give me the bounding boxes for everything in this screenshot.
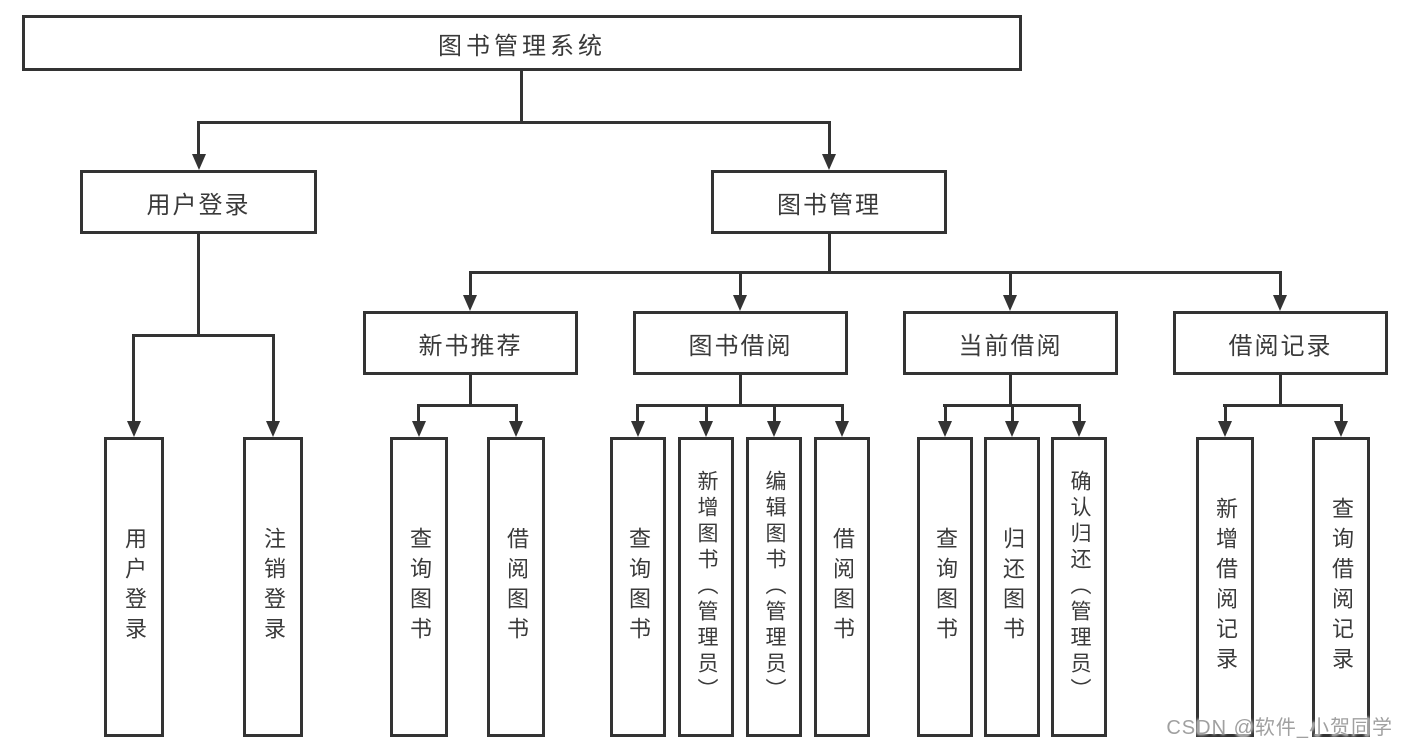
node-label: 图书借阅: [688, 332, 793, 360]
connector-drop-logout-leaf: [272, 334, 275, 424]
node-query-borrow-record: 查询借阅记录: [1312, 437, 1370, 737]
connector-current-borrowing-stem: [1009, 375, 1012, 407]
arrowhead: [412, 421, 426, 437]
arrowhead: [733, 295, 747, 311]
arrowhead: [192, 154, 206, 170]
node-label: 借阅图书: [504, 527, 529, 647]
connector-drop-login-leaf: [132, 334, 135, 424]
connector-user-login-stem: [197, 234, 200, 337]
node-book-borrowing: 图书借阅: [633, 311, 848, 375]
connector-book-management-stem: [828, 234, 831, 274]
connector-drop-leaf: [515, 404, 518, 424]
node-label: 查询图书: [407, 527, 432, 647]
node-library-management-system: 图书管理系统: [22, 15, 1022, 71]
node-borrowing-records: 借阅记录: [1173, 311, 1388, 375]
arrowhead: [1334, 421, 1348, 437]
connector-drop-new-book: [469, 271, 472, 297]
arrowhead: [1072, 421, 1086, 437]
node-label: 查询借阅记录: [1329, 497, 1354, 677]
connector-drop-user-login: [197, 121, 200, 155]
node-label: 新书推荐: [418, 332, 523, 360]
arrowhead: [127, 421, 141, 437]
node-edit-books-admin: 编辑图书（管理员）: [746, 437, 802, 737]
connector-drop-leaf: [1011, 404, 1014, 424]
node-add-borrow-record: 新增借阅记录: [1196, 437, 1254, 737]
connector-drop-leaf: [417, 404, 420, 424]
connector-drop-leaf: [773, 404, 776, 424]
connector-book-borrowing-stem: [739, 375, 742, 407]
node-label: 编辑图书（管理员）: [763, 470, 786, 704]
arrowhead: [938, 421, 952, 437]
node-new-book-recommendation: 新书推荐: [363, 311, 578, 375]
connector-borrowing-records-stem: [1279, 375, 1282, 407]
node-label: 图书管理系统: [438, 32, 606, 60]
node-add-books-admin: 新增图书（管理员）: [678, 437, 734, 737]
arrowhead: [266, 421, 280, 437]
arrowhead: [822, 154, 836, 170]
connector-book-management-hline: [469, 271, 1282, 274]
arrowhead: [1005, 421, 1019, 437]
node-label: 图书管理: [777, 191, 881, 219]
connector-root-hline: [197, 121, 831, 124]
connector-drop-current-borrowing: [1009, 271, 1012, 297]
arrowhead: [835, 421, 849, 437]
node-confirm-return-admin: 确认归还（管理员）: [1051, 437, 1107, 737]
node-label: 借阅图书: [830, 527, 855, 647]
connector-new-book-stem: [469, 375, 472, 407]
arrowhead: [699, 421, 713, 437]
node-current-borrowing: 当前借阅: [903, 311, 1118, 375]
arrowhead: [509, 421, 523, 437]
node-label: 查询图书: [626, 527, 651, 647]
node-user-login: 用户登录: [104, 437, 164, 737]
connector-borrowing-records-hline: [1223, 404, 1343, 407]
connector-drop-leaf: [1078, 404, 1081, 424]
node-label: 归还图书: [1000, 527, 1025, 647]
connector-new-book-hline: [417, 404, 518, 407]
connector-drop-leaf: [1224, 404, 1227, 424]
connector-user-login-hline: [132, 334, 275, 337]
node-label: 查询图书: [933, 527, 958, 647]
node-label: 当前借阅: [958, 332, 1063, 360]
node-user-login-branch: 用户登录: [80, 170, 317, 234]
node-label: 确认归还（管理员）: [1068, 470, 1091, 704]
node-label: 新增图书（管理员）: [695, 470, 718, 704]
connector-drop-leaf: [841, 404, 844, 424]
node-return-books: 归还图书: [984, 437, 1040, 737]
node-label: 借阅记录: [1228, 332, 1333, 360]
connector-drop-leaf: [636, 404, 639, 424]
connector-drop-leaf: [1340, 404, 1343, 424]
node-book-management-branch: 图书管理: [711, 170, 947, 234]
node-logout: 注销登录: [243, 437, 303, 737]
connector-drop-borrowing-records: [1279, 271, 1282, 297]
connector-book-borrowing-hline: [636, 404, 844, 407]
node-query-books-recommend: 查询图书: [390, 437, 448, 737]
node-label: 用户登录: [122, 527, 147, 647]
node-label: 新增借阅记录: [1213, 497, 1238, 677]
connector-drop-leaf: [705, 404, 708, 424]
arrowhead: [631, 421, 645, 437]
connector-root-stem: [520, 71, 523, 124]
arrowhead: [767, 421, 781, 437]
connector-drop-book-management: [828, 121, 831, 155]
node-query-books-current: 查询图书: [917, 437, 973, 737]
node-label: 用户登录: [146, 191, 251, 219]
arrowhead: [1003, 295, 1017, 311]
connector-drop-leaf: [944, 404, 947, 424]
arrowhead: [1273, 295, 1287, 311]
node-label: 注销登录: [261, 527, 286, 647]
connector-drop-book-borrowing: [739, 271, 742, 297]
node-query-books-borrowing: 查询图书: [610, 437, 666, 737]
node-borrow-books-recommend: 借阅图书: [487, 437, 545, 737]
node-borrow-books-borrowing: 借阅图书: [814, 437, 870, 737]
arrowhead: [463, 295, 477, 311]
arrowhead: [1218, 421, 1232, 437]
watermark: CSDN @软件_小贺同学: [1166, 717, 1393, 739]
